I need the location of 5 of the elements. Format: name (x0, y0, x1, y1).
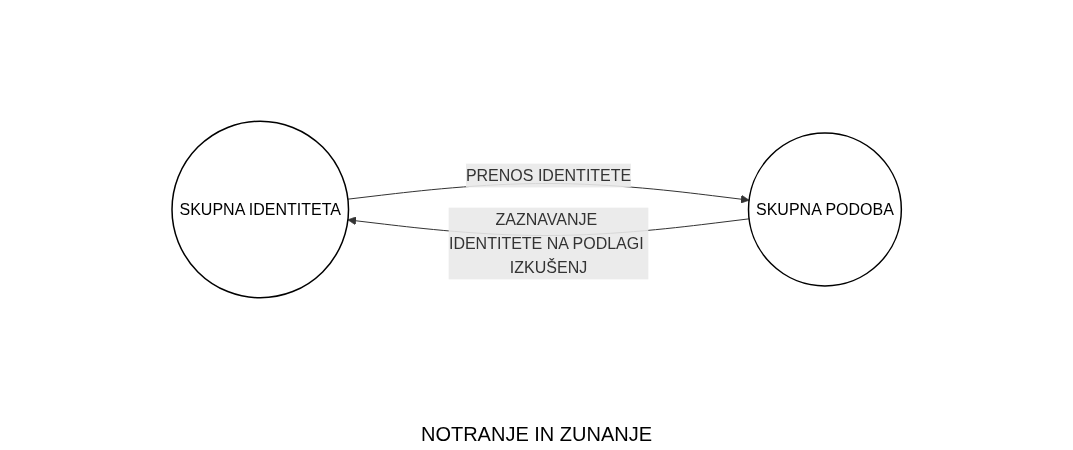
edge-label: PRENOS IDENTITETE (465, 166, 632, 184)
note-text: NOTRANJE IN ZUNANJE (420, 423, 653, 446)
node-circle: SKUPNA IDENTITETA (171, 120, 350, 299)
edge-label: ZAZNAVANJE IDENTITETE NA PODLAGI IZKUŠENJ (448, 210, 644, 276)
node-circle: SKUPNA PODOBA (747, 132, 902, 287)
